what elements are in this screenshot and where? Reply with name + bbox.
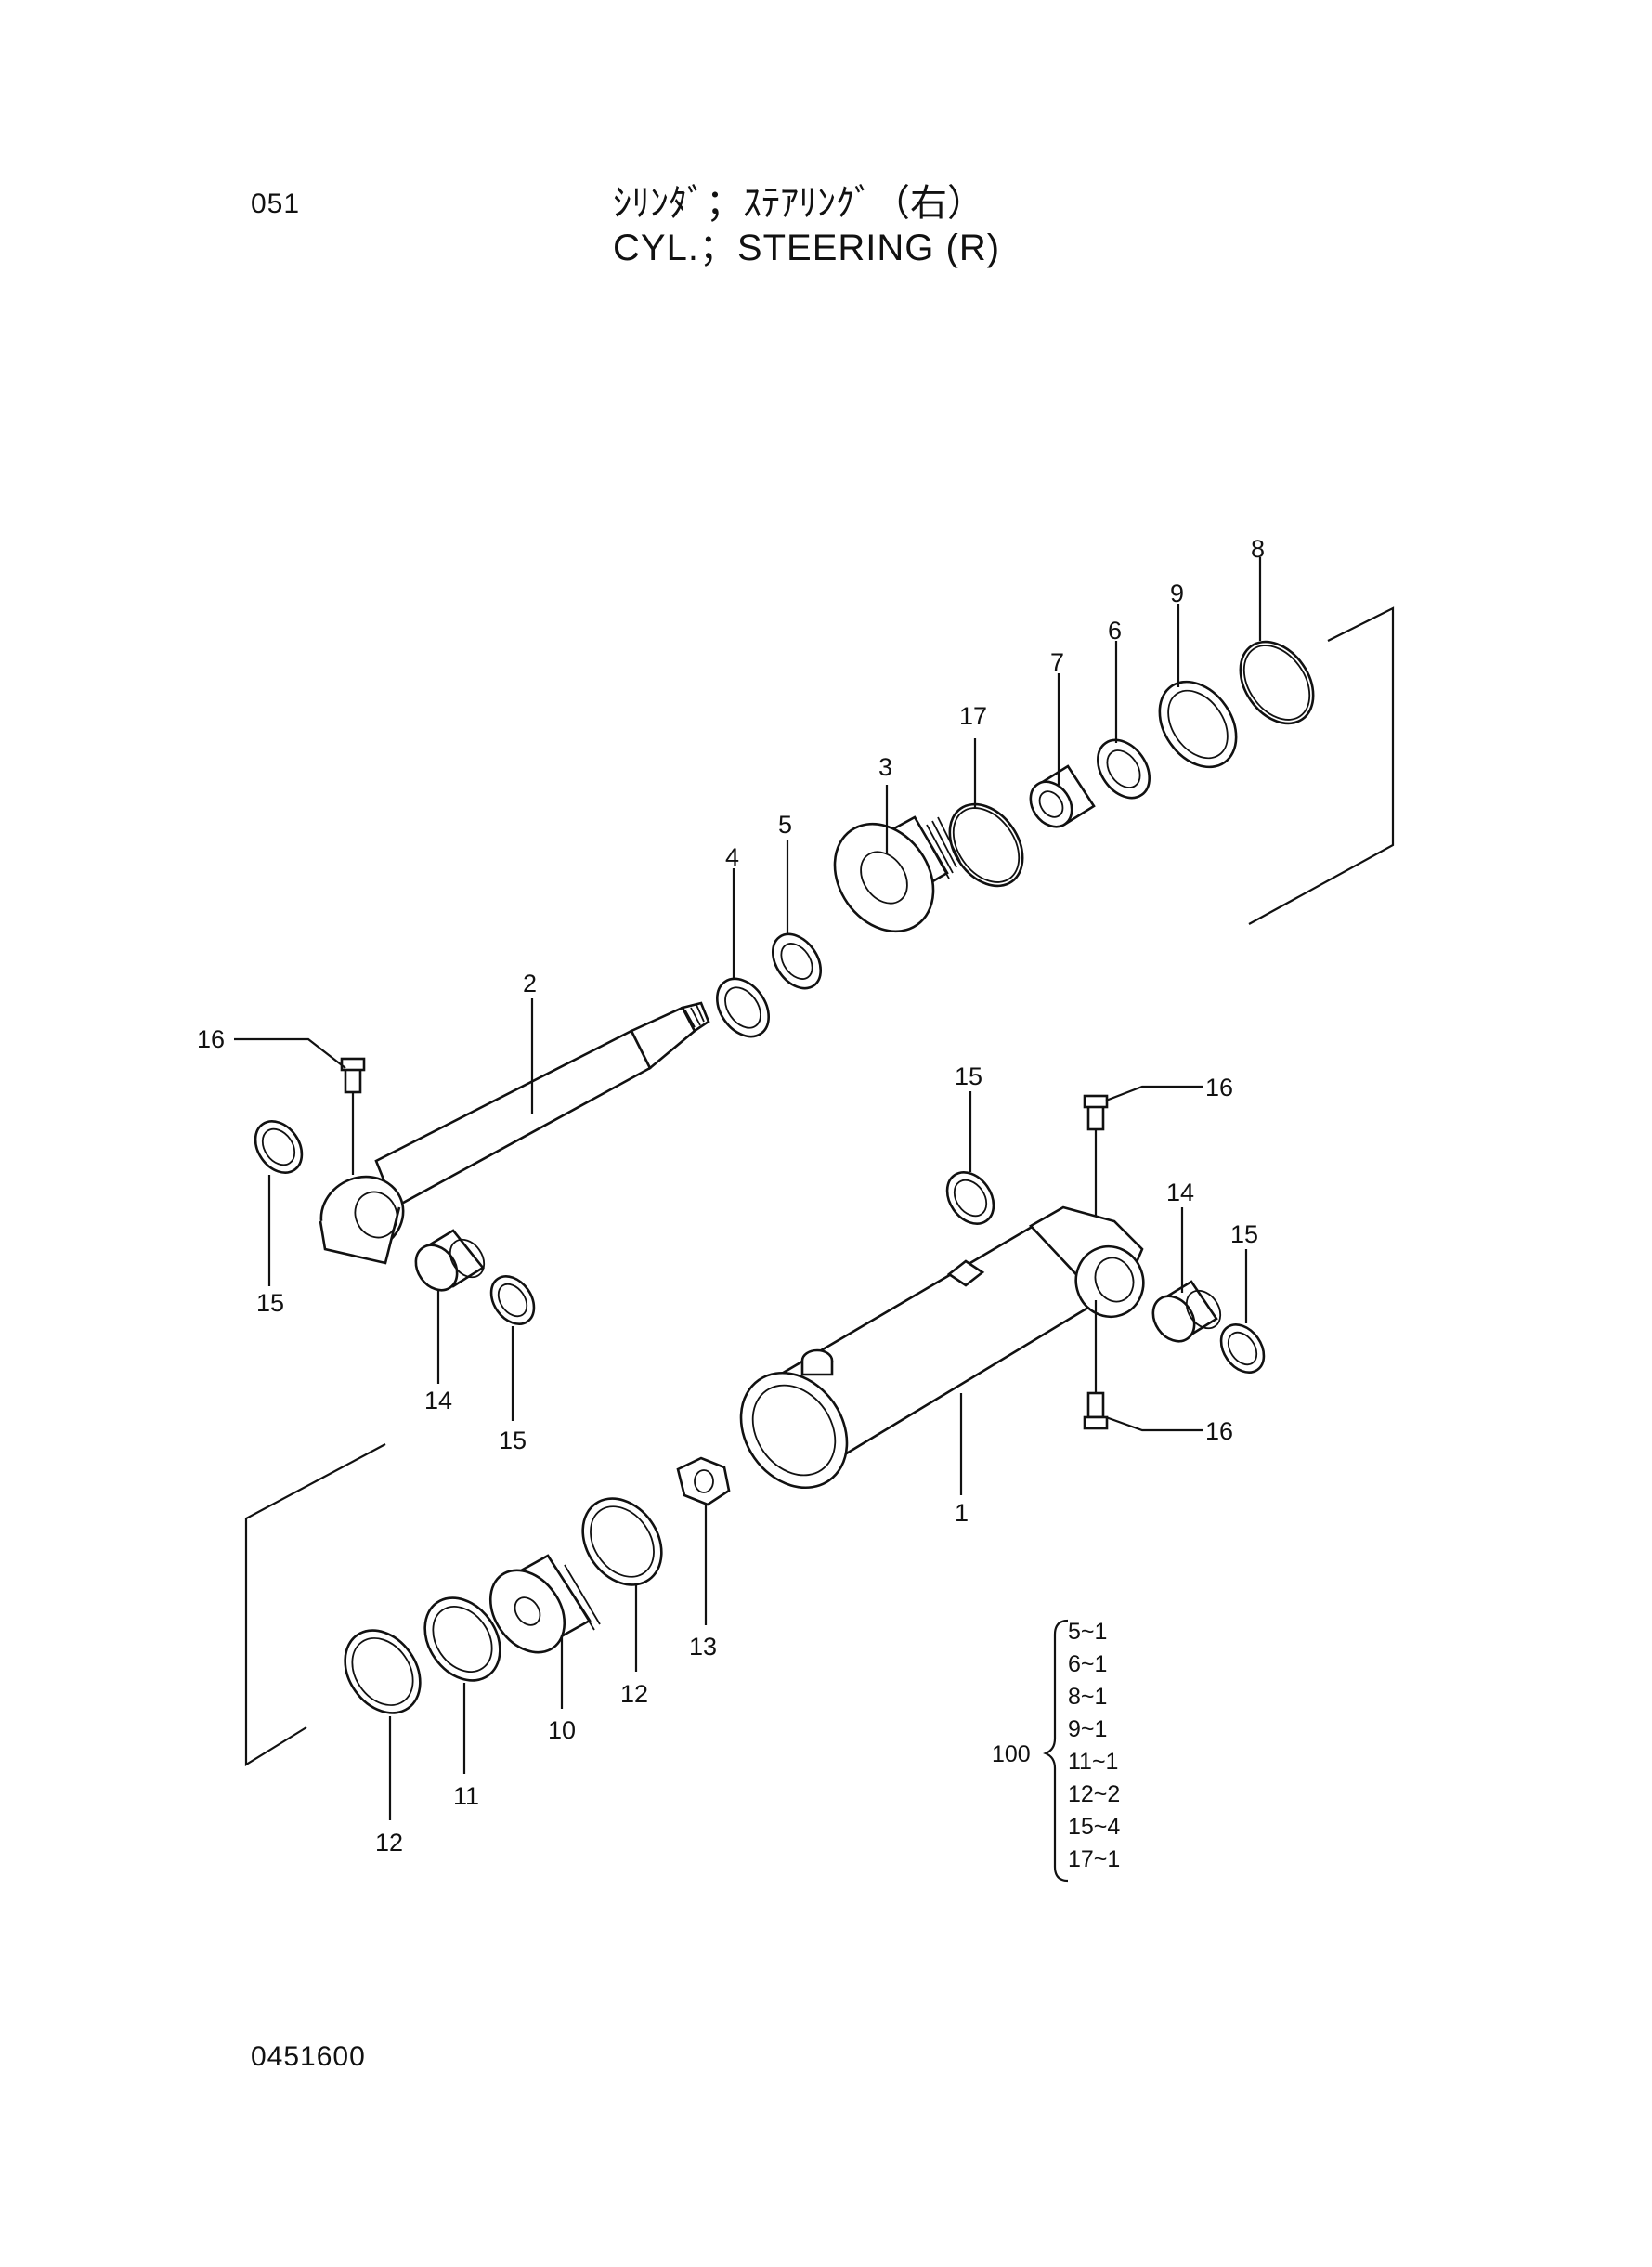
title-english: CYL.；STEERING (R) — [613, 228, 1001, 268]
callout-8: 8 — [1251, 535, 1265, 563]
piston-rod-2 — [319, 1001, 710, 1265]
callout-1: 1 — [955, 1499, 969, 1527]
callout-12-upper: 12 — [620, 1680, 648, 1708]
seal-5 — [771, 932, 823, 990]
seal-15-rod-left — [254, 1120, 304, 1174]
seal-ring-12-upper — [581, 1497, 663, 1586]
cylinder-tube-1 — [739, 1205, 1145, 1490]
o-ring-17 — [948, 802, 1024, 888]
callout-5: 5 — [778, 811, 792, 839]
seal-kit-list: 100 5~1 6~1 8~1 9~1 11~1 12~2 15~4 17~1 — [992, 1619, 1120, 1883]
callout-11: 11 — [453, 1782, 479, 1810]
group-bracket-lower — [244, 1443, 386, 1766]
seal-kit-item: 17~1 — [1068, 1846, 1120, 1872]
callout-15-tube-right: 15 — [1230, 1220, 1258, 1248]
callout-15-tube-top: 15 — [955, 1062, 982, 1090]
seal-ring-9 — [1158, 680, 1238, 769]
seal-6 — [1097, 738, 1151, 800]
seal-kit-item: 12~2 — [1068, 1781, 1120, 1807]
callout-17: 17 — [959, 702, 987, 730]
callout-labels: 8 9 6 7 17 3 5 4 2 16 15 16 14 15 15 14 … — [197, 535, 1265, 1857]
bushing-14-rod — [414, 1229, 486, 1292]
seal-15-rod-right — [489, 1275, 536, 1325]
seal-15-tube-top — [945, 1171, 995, 1225]
grease-fitting-16-tube-top — [1083, 1094, 1109, 1217]
callout-15-rod-right: 15 — [499, 1427, 527, 1454]
callout-15-rod-left: 15 — [256, 1289, 284, 1317]
callout-4: 4 — [725, 843, 739, 871]
piston-10 — [488, 1554, 601, 1654]
ring-11 — [423, 1596, 501, 1682]
callout-10: 10 — [548, 1716, 576, 1744]
callout-7: 7 — [1050, 648, 1064, 676]
nut-13 — [676, 1456, 731, 1506]
seal-ring-12-lower — [344, 1629, 422, 1714]
callout-13: 13 — [689, 1633, 717, 1661]
seal-kit-item: 5~1 — [1068, 1619, 1107, 1645]
seal-4 — [716, 977, 770, 1038]
group-bracket-upper — [1248, 606, 1395, 925]
document-code: 0451600 — [251, 2041, 366, 2072]
bushing-14-tube — [1151, 1280, 1222, 1343]
leader-lines — [234, 557, 1262, 1820]
seal-kit-item: 15~4 — [1068, 1814, 1120, 1840]
callout-2: 2 — [523, 970, 537, 997]
callout-12-lower: 12 — [375, 1829, 403, 1857]
seal-kit-item: 8~1 — [1068, 1684, 1107, 1710]
callout-14-rod: 14 — [424, 1387, 452, 1414]
seal-kit-item: 9~1 — [1068, 1716, 1107, 1742]
callout-16-tube-top: 16 — [1205, 1074, 1233, 1101]
callout-14-tube: 14 — [1166, 1179, 1194, 1206]
seal-kit-item: 6~1 — [1068, 1651, 1107, 1677]
o-ring-8 — [1239, 640, 1315, 725]
callout-9: 9 — [1170, 580, 1184, 607]
callout-16-tube-bottom: 16 — [1205, 1417, 1233, 1445]
cylinder-head-3 — [833, 815, 961, 933]
callout-6: 6 — [1108, 617, 1122, 645]
page-number: 051 — [251, 189, 301, 219]
seal-15-tube-right — [1219, 1323, 1266, 1374]
title-japanese: ｼﾘﾝﾀﾞ；ｽﾃｱﾘﾝｸﾞ（右） — [613, 182, 984, 225]
grease-fitting-16-rod — [340, 1057, 366, 1175]
seal-kit-number: 100 — [992, 1741, 1031, 1767]
callout-16-rod: 16 — [197, 1025, 225, 1053]
callout-3: 3 — [878, 753, 892, 781]
grease-fitting-16-tube-bottom — [1083, 1300, 1109, 1430]
seal-kit-item: 11~1 — [1068, 1749, 1118, 1775]
